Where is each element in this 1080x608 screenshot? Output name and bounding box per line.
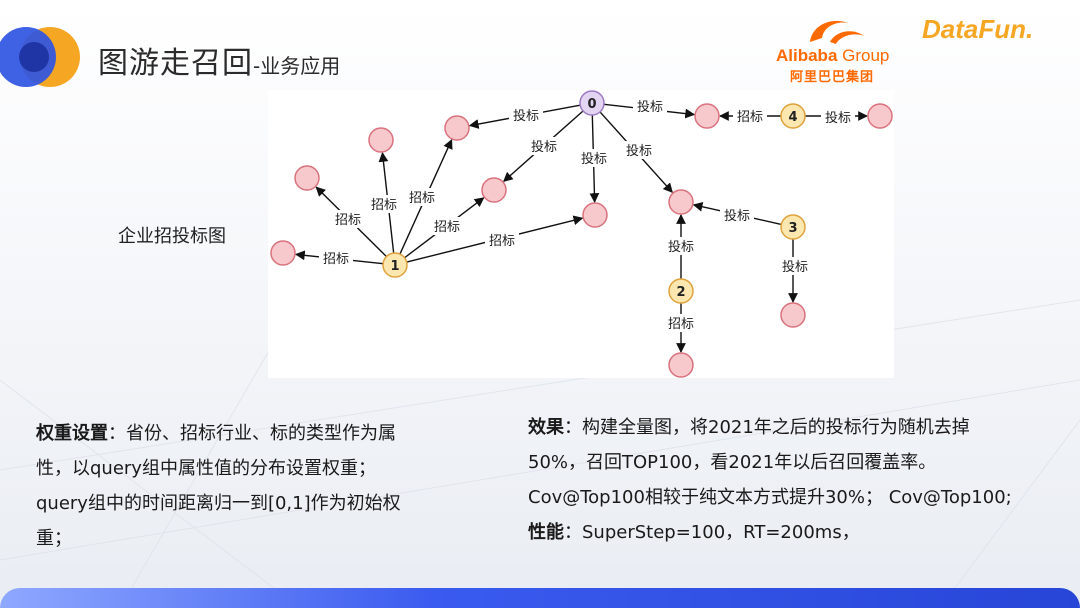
edge-label-n1-p4: 招标	[335, 213, 361, 228]
datafun-logo: DataFun.	[922, 14, 1034, 44]
node-circle	[780, 103, 806, 129]
node-label: 0	[587, 97, 596, 112]
edge-label-n1-p3: 招标	[489, 234, 515, 249]
graph-node-p11	[780, 302, 806, 328]
effect-line-2: 50%，召回TOP100，看2021年以后召回覆盖率。	[528, 452, 937, 473]
node-circle	[382, 252, 408, 278]
graph-node-n1: 1	[382, 252, 408, 278]
weight-setting-heading: 权重设置	[36, 423, 108, 444]
edge-label-n0-p2: 投标	[531, 139, 557, 155]
edge-label-n1-p5: 招标	[371, 198, 397, 213]
edge-label-bg	[331, 210, 365, 228]
node-label: 2	[676, 285, 685, 300]
edge-label-bg	[405, 188, 439, 206]
node-circle	[270, 240, 296, 266]
weight-line-4: 重；	[36, 528, 72, 549]
graph-node-n4: 4	[780, 103, 806, 129]
node-circle	[444, 115, 470, 141]
alibaba-logo-icon	[810, 20, 864, 44]
node-circle	[668, 278, 694, 304]
node-label: 3	[788, 221, 797, 236]
edge-label-n0-p1: 投标	[513, 108, 539, 124]
edge-label-bg	[622, 141, 656, 159]
graph-node-n2: 2	[668, 278, 694, 304]
edge-label-bg	[821, 108, 855, 126]
slide-title: 图游走召回-业务应用	[98, 38, 340, 82]
graph-node-p7	[270, 240, 296, 266]
bottom-accent-bar	[0, 588, 1080, 608]
graph-node-p5	[368, 127, 394, 153]
effect-heading: 效果	[528, 417, 564, 438]
node-circle	[668, 189, 694, 215]
edge-label-bg	[509, 106, 543, 124]
edge-label-n2-p12: 招标	[668, 317, 694, 332]
node-label: 1	[390, 259, 399, 274]
edge-label-bg	[633, 97, 667, 115]
node-label: 4	[788, 110, 797, 125]
node-circle	[780, 302, 806, 328]
graph-node-n3: 3	[780, 214, 806, 240]
edge-label-bg	[664, 314, 698, 332]
performance-line: ：SuperStep=100，RT=200ms，	[564, 522, 860, 543]
edge-label-bg	[485, 231, 519, 249]
title-main: 图游走召回	[98, 46, 253, 81]
alibaba-wordmark: Alibaba Group	[776, 46, 889, 66]
edge-label-bg	[319, 249, 353, 267]
node-circle	[481, 177, 507, 203]
graph-node-p2	[481, 177, 507, 203]
graph-node-p6	[668, 189, 694, 215]
node-circle	[780, 214, 806, 240]
edge-label-n1-p2: 招标	[434, 220, 460, 235]
graph-caption: 企业招投标图	[118, 226, 226, 247]
edge-label-n3-p6: 投标	[724, 208, 750, 224]
node-circle	[368, 127, 394, 153]
edge-label-n4-p10: 投标	[825, 110, 851, 126]
weight-line-3: query组中的时间距离归一到[0,1]作为初始权	[36, 493, 401, 514]
weight-line-1: ：省份、招标行业、标的类型作为属	[108, 423, 396, 444]
graph-node-p12	[668, 352, 694, 378]
graph-node-p9	[694, 103, 720, 129]
edge-label-bg	[664, 237, 698, 255]
node-circle	[668, 352, 694, 378]
alibaba-name: Alibaba	[776, 46, 838, 65]
edge-label-n4-p9: 招标	[737, 110, 763, 125]
edge-label-bg	[367, 195, 401, 213]
node-circle	[579, 90, 605, 116]
weight-line-2: 性，以query组中属性值的分布设置权重；	[36, 458, 376, 479]
node-circle	[694, 103, 720, 129]
edge-label-bg	[527, 137, 561, 155]
effect-line-3: Cov@Top100相较于纯文本方式提升30%； Cov@Top100;	[528, 487, 1012, 508]
node-circle	[582, 202, 608, 228]
alibaba-group-word: Group	[842, 46, 890, 65]
effect-line-1: ：构建全量图，将2021年之后的投标行为随机去掉	[564, 417, 970, 438]
section-logo-circles	[0, 27, 80, 87]
node-circle	[867, 103, 893, 129]
edge-label-bg	[720, 206, 754, 224]
edge-label-n1-p7: 招标	[323, 252, 349, 267]
alibaba-cn-wordmark: 阿里巴巴集团	[790, 70, 875, 85]
edge-label-n3-p11: 投标	[782, 259, 808, 275]
graph-node-p10	[867, 103, 893, 129]
graph-node-p4	[294, 165, 320, 191]
edge-label-n1-p1: 招标	[409, 191, 435, 206]
node-circle	[294, 165, 320, 191]
edge-label-bg	[430, 217, 464, 235]
edge-label-bg	[577, 149, 611, 167]
graph-node-p1	[444, 115, 470, 141]
effect-paragraph: 效果：构建全量图，将2021年之后的投标行为随机去掉 50%，召回TOP100，…	[528, 410, 1068, 550]
edge-label-bg	[733, 107, 767, 125]
graph-node-p3	[582, 202, 608, 228]
graph-node-n0: 0	[579, 90, 605, 116]
edge-label-n0-p3: 投标	[581, 151, 607, 167]
edge-label-n2-p6: 投标	[668, 239, 694, 255]
edge-label-n0-p6: 投标	[626, 143, 652, 159]
performance-heading: 性能	[528, 522, 564, 543]
weight-setting-paragraph: 权重设置：省份、招标行业、标的类型作为属 性，以query组中属性值的分布设置权…	[36, 416, 456, 556]
title-sub: -业务应用	[253, 54, 341, 78]
edge-label-n0-p9: 投标	[637, 99, 663, 115]
edge-label-bg	[778, 257, 812, 275]
